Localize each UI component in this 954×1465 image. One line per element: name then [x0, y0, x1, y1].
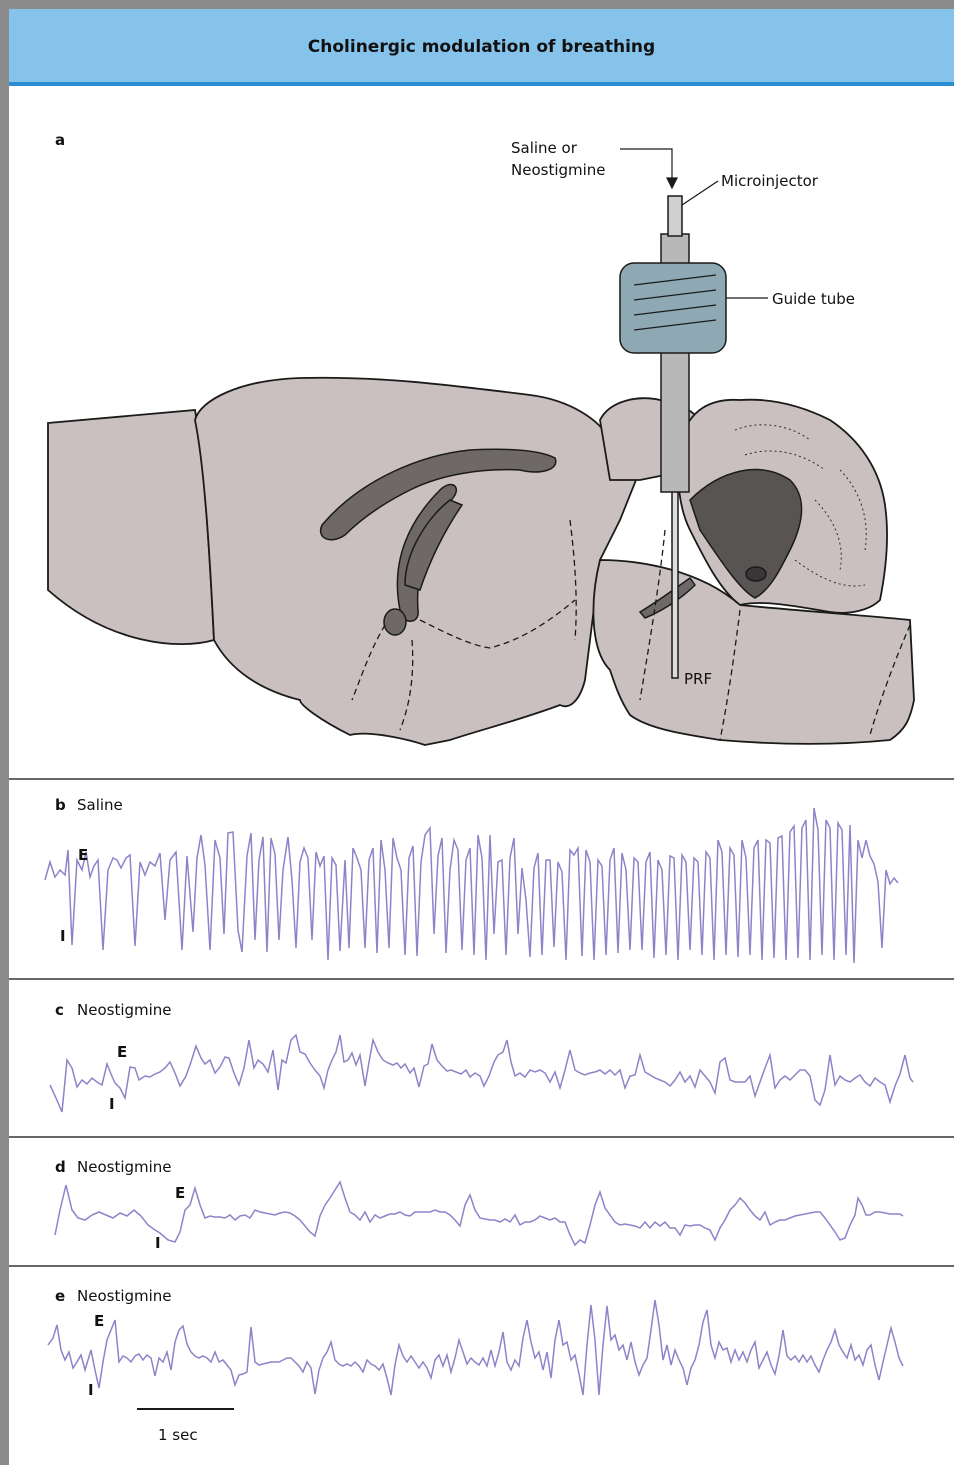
guide-tube-collar: [661, 234, 689, 264]
panel-d-title: Neostigmine: [77, 1158, 172, 1176]
panel-e-i-label: I: [88, 1381, 94, 1399]
panel-e-e-label: E: [94, 1312, 104, 1330]
microinjector-label: Microinjector: [721, 172, 818, 190]
injectant-leader: [620, 149, 672, 180]
panel-c-title: Neostigmine: [77, 1001, 172, 1019]
guide-tube-shaft: [661, 352, 689, 492]
cerebellar-nucleus: [746, 567, 766, 581]
panel-e-label: e: [55, 1287, 65, 1305]
guide-tube-label: Guide tube: [772, 290, 855, 308]
panel-c-i-label: I: [109, 1095, 115, 1113]
panel-d-i-label: I: [155, 1234, 161, 1252]
panel-b-label: b: [55, 796, 66, 814]
injectant-arrow: [667, 178, 677, 188]
panel-d-label: d: [55, 1158, 66, 1176]
panel-d-e-label: E: [175, 1184, 185, 1202]
trace-neostigmine-c: [50, 1035, 913, 1112]
microinjector-tip: [668, 196, 682, 236]
injectant-label-line2: Neostigmine: [511, 161, 606, 179]
panel-c-label: c: [55, 1001, 64, 1019]
scale-bar-label: 1 sec: [158, 1426, 198, 1444]
trace-saline: [45, 808, 898, 963]
trace-neostigmine-e: [48, 1300, 903, 1395]
olfactory-bulb: [48, 410, 214, 644]
thalamic-nucleus: [384, 609, 406, 635]
guide-tube-block: [620, 263, 726, 353]
panel-b-i-label: I: [60, 927, 66, 945]
panel-c-e-label: E: [117, 1043, 127, 1061]
prf-label: PRF: [684, 670, 712, 688]
panel-a-label: a: [55, 131, 65, 149]
panel-b-title: Saline: [77, 796, 123, 814]
microinjector-leader: [682, 181, 718, 205]
injectant-label-line1: Saline or: [511, 139, 577, 157]
panel-b-e-label: E: [78, 846, 88, 864]
panel-e-title: Neostigmine: [77, 1287, 172, 1305]
